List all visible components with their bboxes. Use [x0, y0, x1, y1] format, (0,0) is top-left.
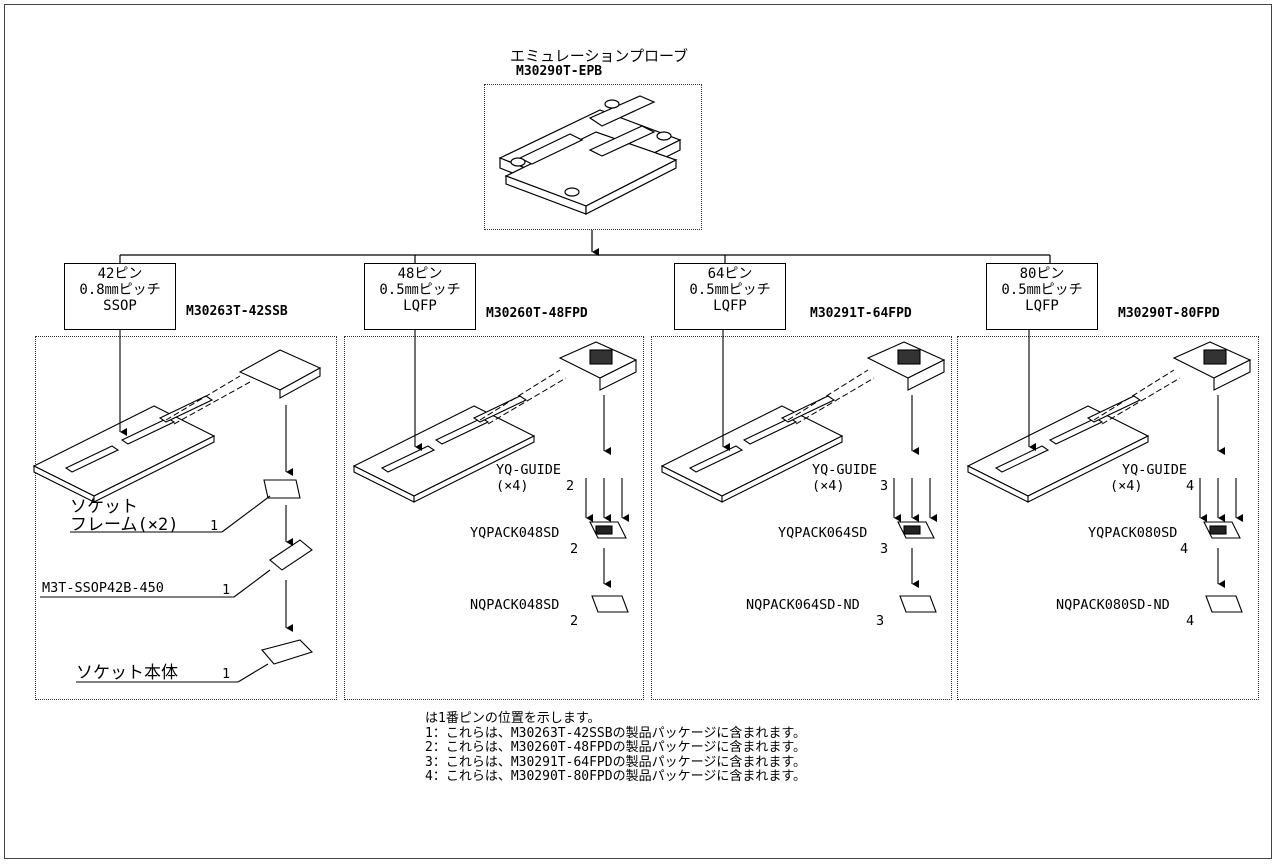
pkg-type: LQFP — [403, 298, 437, 314]
lqfp-panel-drawing-48 — [352, 341, 638, 613]
figure-frame — [4, 4, 1272, 859]
yqpack-label: YQPACK064SD — [778, 525, 868, 541]
pkg-box-64: 64ピン 0.5㎜ピッチ LQFP — [674, 263, 786, 330]
lqfp-panel-drawing-64 — [660, 330, 946, 613]
footnotes: は1番ピンの位置を示します。 1：これらは、M30263T-42SSBの製品パッ… — [425, 711, 807, 785]
probe-image-box — [484, 84, 702, 230]
nqpack-num: 3 — [876, 613, 885, 629]
pkg-pitch: 0.8㎜ピッチ — [79, 282, 161, 298]
yq-guide-num: 2 — [566, 478, 575, 494]
yqpack-num: 3 — [880, 541, 889, 557]
pkg-box-80: 80ピン 0.5㎜ピッチ LQFP — [986, 263, 1098, 330]
product-box-80fpd — [957, 336, 1259, 700]
pkg-box-42: 42ピン 0.8㎜ピッチ SSOP — [64, 263, 176, 330]
model-42ssb: M30263T-42SSB — [186, 304, 288, 319]
pin1-note: は1番ピンの位置を示します。 — [425, 711, 601, 726]
probe-model: M30290T-EPB — [516, 64, 603, 79]
model-64fpd: M30291T-64FPD — [810, 306, 912, 321]
yq-guide-label: YQ-GUIDE — [812, 462, 878, 478]
pkg-pins: 80ピン — [1019, 266, 1065, 282]
footnote-1: 1：これらは、M30263T-42SSBの製品パッケージに含まれます。 — [425, 725, 807, 741]
yq-guide-qty: (×4) — [496, 478, 529, 494]
yq-guide-num: 3 — [880, 478, 889, 494]
yqpack-label: YQPACK080SD — [1088, 525, 1178, 541]
model-48fpd: M30260T-48FPD — [486, 306, 588, 321]
adapter-num: 1 — [222, 582, 231, 598]
product-box-42ssb — [35, 336, 337, 700]
yqpack-num: 4 — [1180, 541, 1189, 557]
pkg-pins: 42ピン — [97, 266, 143, 282]
probe-board-drawing — [498, 95, 682, 215]
adapter-label: M3T-SSOP42B-450 — [42, 580, 164, 596]
nqpack-label: NQPACK080SD-ND — [1056, 597, 1170, 613]
product-box-64fpd — [651, 336, 952, 700]
socket-frame-label-2: フレーム(×2) — [70, 515, 179, 535]
yq-guide-num: 4 — [1186, 478, 1195, 494]
pkg-type: SSOP — [103, 298, 137, 314]
yq-guide-label: YQ-GUIDE — [496, 462, 562, 478]
nqpack-num: 2 — [570, 613, 579, 629]
nqpack-label: NQPACK048SD — [470, 597, 560, 613]
tree-connectors — [119, 230, 1051, 263]
lqfp-panel-drawing-80 — [966, 330, 1252, 613]
yq-guide-qty: (×4) — [812, 478, 845, 494]
socket-body-num: 1 — [222, 666, 231, 682]
footnote-2: 2：これらは、M30260T-48FPDの製品パッケージに含まれます。 — [425, 740, 807, 755]
yq-guide-label: YQ-GUIDE — [1122, 462, 1188, 478]
footnote-3: 3：これらは、M30291T-64FPDの製品パッケージに含まれます。 — [425, 754, 807, 770]
pkg-pitch: 0.5㎜ピッチ — [379, 282, 461, 298]
footnote-4: 4：これらは、M30290T-80FPDの製品パッケージに含まれます。 — [425, 769, 807, 784]
pkg-pitch: 0.5㎜ピッチ — [1001, 282, 1083, 298]
pkg-pitch: 0.5㎜ピッチ — [689, 282, 771, 298]
pkg-pins: 64ピン — [707, 266, 753, 282]
yqpack-label: YQPACK048SD — [470, 525, 560, 541]
socket-body-label: ソケット本体 — [76, 663, 178, 683]
yq-guide-qty: (×4) — [1110, 478, 1143, 494]
ssop-board-drawing — [32, 349, 322, 665]
socket-frame-num: 1 — [210, 518, 219, 534]
pkg-pins: 48ピン — [397, 266, 443, 282]
socket-frame-label-1: ソケット — [70, 497, 138, 517]
product-box-48fpd — [344, 336, 644, 700]
pkg-type: LQFP — [1025, 298, 1059, 314]
pkg-box-48: 48ピン 0.5㎜ピッチ LQFP — [364, 263, 476, 330]
probe-title: エミュレーションプローブ — [510, 47, 689, 65]
nqpack-label: NQPACK064SD-ND — [746, 597, 860, 613]
yqpack-num: 2 — [570, 541, 579, 557]
nqpack-num: 4 — [1186, 613, 1195, 629]
pkg-type: LQFP — [713, 298, 747, 314]
model-80fpd: M30290T-80FPD — [1118, 306, 1220, 321]
